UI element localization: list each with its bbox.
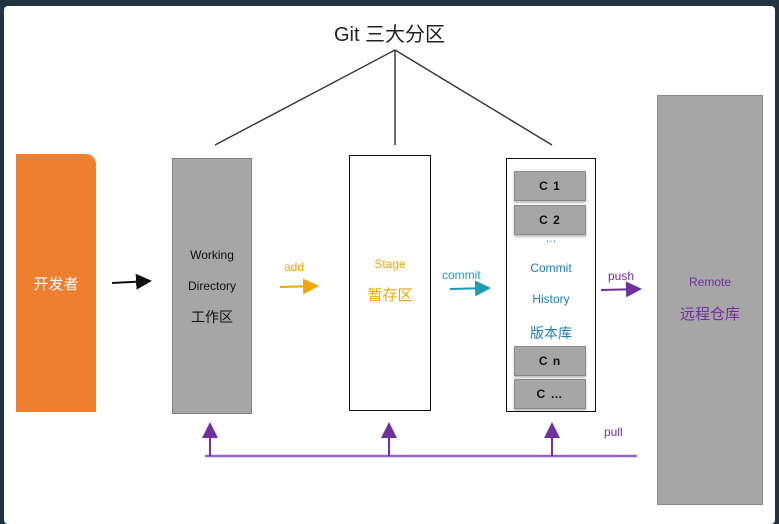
commit-block: C … <box>514 379 586 409</box>
push-arrow <box>600 281 642 298</box>
developer-arrow <box>111 273 152 290</box>
working-directory-label-3: 工作区 <box>191 309 233 325</box>
pull-label: pull <box>604 425 623 439</box>
remote-box: Remote 远程仓库 <box>657 95 763 505</box>
connector-layer <box>111 49 642 458</box>
add-arrow <box>279 278 319 295</box>
commit-block: C 2 <box>514 205 586 235</box>
commit-arrow <box>449 280 491 297</box>
working-directory-box: Working Directory 工作区 <box>172 158 252 414</box>
stage-label-2: 暂存区 <box>367 287 413 304</box>
commit-block: C 1 <box>514 171 586 201</box>
repository-label-2: History <box>532 292 570 306</box>
add-label: add <box>284 260 305 274</box>
commit-block: C n <box>514 346 586 376</box>
repository-label-1: Commit <box>530 261 572 275</box>
working-directory-label-1: Working <box>190 248 234 262</box>
developer-label: 开发者 <box>33 275 79 293</box>
title-connector-left <box>214 49 396 146</box>
developer-box: 开发者 <box>16 154 96 412</box>
repository-label-3: 版本库 <box>530 325 572 341</box>
stage-box: Stage 暂存区 <box>349 155 431 411</box>
working-directory-label-2: Directory <box>187 279 236 293</box>
diagram-title: Git 三大分区 <box>333 24 446 46</box>
title-connector-right <box>394 49 553 146</box>
commit-label: commit <box>442 268 481 282</box>
stage-label-1: Stage <box>374 257 406 271</box>
remote-label-1: Remote <box>688 275 732 289</box>
repository-box: C 1 C 2 … Commit History 版本库 C n C … <box>506 158 596 412</box>
diagram-canvas: Git 三大分区 开发者 Working Directory 工作区 Stage… <box>4 6 775 524</box>
remote-label-2: 远程仓库 <box>679 306 740 323</box>
commit-ellipsis: … <box>545 233 557 245</box>
push-label: push <box>608 269 635 283</box>
